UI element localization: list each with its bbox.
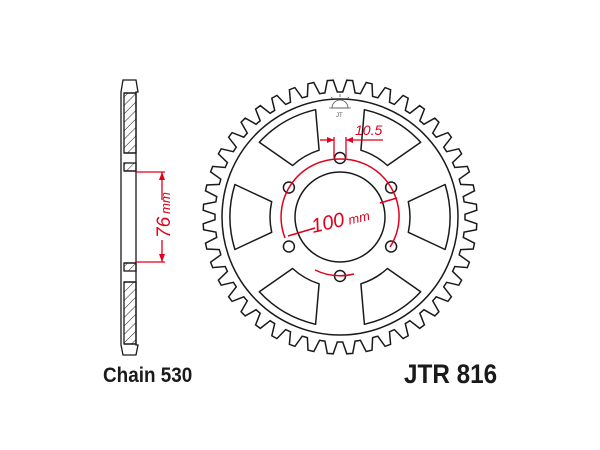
center-bore-unit: mm bbox=[158, 192, 173, 214]
svg-text:100mm: 100mm bbox=[309, 203, 372, 238]
bolt-hole bbox=[282, 181, 296, 194]
bolt-hole bbox=[333, 151, 347, 165]
bolt-circle-value: 100 bbox=[309, 209, 346, 238]
part-number: JTR 816 bbox=[404, 359, 498, 389]
inner-ring bbox=[221, 98, 459, 336]
front-view: JT bbox=[202, 79, 478, 355]
bolt-hole-value: 10.5 bbox=[355, 122, 382, 138]
svg-text:JT: JT bbox=[336, 113, 343, 119]
svg-text:76mm: 76mm bbox=[154, 192, 175, 238]
bolt-circle-unit: mm bbox=[347, 208, 372, 228]
center-bore bbox=[294, 171, 386, 263]
bolt-hole bbox=[384, 240, 398, 253]
bolt-circle-dimension: 100mm bbox=[280, 158, 400, 277]
center-bore-value: 76 bbox=[154, 216, 175, 238]
logo-mark: JT bbox=[329, 94, 351, 119]
sprocket-teeth bbox=[202, 79, 478, 355]
side-view bbox=[120, 79, 139, 356]
spoke-window bbox=[229, 183, 273, 251]
bolt-hole bbox=[384, 181, 398, 194]
spoke-window bbox=[360, 108, 422, 167]
spoke-window bbox=[360, 267, 422, 326]
spoke-window bbox=[407, 183, 451, 251]
bolt-hole-dimension: 10.5 bbox=[320, 122, 383, 158]
bolt-hole bbox=[282, 240, 296, 253]
center-bore-dimension: 76mm bbox=[136, 171, 175, 263]
spoke-window bbox=[258, 267, 320, 326]
spoke-window bbox=[258, 108, 320, 167]
chain-label: Chain 530 bbox=[103, 364, 193, 387]
